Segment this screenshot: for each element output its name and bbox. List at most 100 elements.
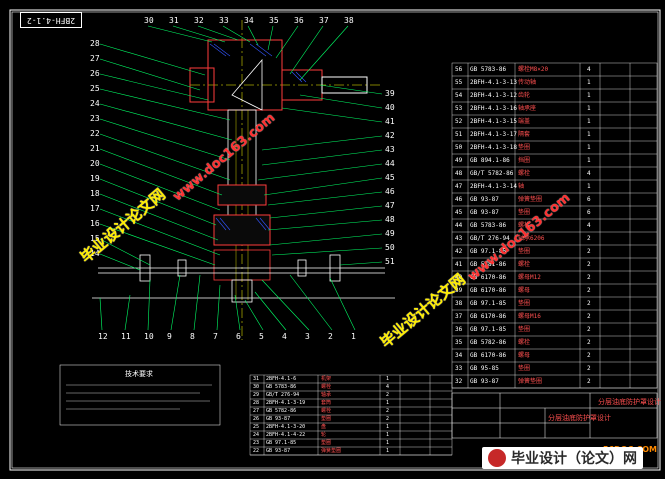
leader-26 xyxy=(99,73,209,101)
bom-bottom-qty: 1 xyxy=(386,448,390,454)
part-label-32: 32 xyxy=(194,16,204,25)
part-label-28: 28 xyxy=(90,39,100,48)
bom-right-qty: 4 xyxy=(587,170,591,177)
part-label-46: 46 xyxy=(385,187,395,196)
bom-right-no: 56 xyxy=(455,66,463,73)
bom-right-qty: 2 xyxy=(587,287,591,294)
brand-badge[interactable]: 毕业设计（论文）网 xyxy=(482,447,643,469)
part-label-18: 18 xyxy=(90,189,100,198)
bom-bottom-name: 垫圈 xyxy=(321,416,332,422)
bom-bottom-qty: 1 xyxy=(386,424,390,430)
bom-right-code: 2BFH-4.1-3-15 xyxy=(470,118,517,125)
bom-bottom-code: 2BFH-4.1-3-19 xyxy=(266,400,306,406)
bom-right-qty: 2 xyxy=(587,274,591,281)
bom-right-no: 35 xyxy=(455,339,463,346)
bom-right-name: 端盖 xyxy=(518,118,531,125)
bom-bottom-no: 31 xyxy=(253,376,260,382)
bom-right-code: GB/T 5782-86 xyxy=(470,170,514,177)
leader-21 xyxy=(99,148,223,196)
bom-right-no: 54 xyxy=(455,92,463,99)
bom-bottom-name: 垫圈 xyxy=(321,440,332,446)
bom-right-code: GB 894.1-86 xyxy=(470,157,510,164)
bom-bottom-qty: 2 xyxy=(386,416,390,422)
bom-bottom-name: 螺栓 xyxy=(321,384,332,390)
bom-right-code: GB 97.1-85 xyxy=(470,326,507,333)
bom-right-no: 37 xyxy=(455,313,463,320)
bom-right-name: 螺栓 xyxy=(518,339,531,346)
bom-right-qty: 6 xyxy=(587,209,591,216)
bom-bottom-code: 2BFH-4.1-4-22 xyxy=(266,432,306,438)
bom-right-no: 38 xyxy=(455,300,463,307)
bom-bottom-name: 盘 xyxy=(321,424,327,430)
leader-8 xyxy=(193,274,201,331)
lower-hub xyxy=(213,249,271,303)
bom-right-qty: 1 xyxy=(587,92,591,99)
bom-bottom-no: 30 xyxy=(253,384,260,390)
part-label-49: 49 xyxy=(385,229,395,238)
bom-right-code: GB 6170-86 xyxy=(470,352,507,359)
leader-3 xyxy=(261,279,310,331)
bom-bottom-no: 22 xyxy=(253,448,260,454)
bom-right-no: 50 xyxy=(455,144,463,151)
drawing-code-tab: 2BFH-4.1-2 xyxy=(20,12,82,28)
leader-23 xyxy=(99,118,231,161)
bom-bottom-no: 27 xyxy=(253,408,260,414)
part-label-11: 11 xyxy=(121,332,131,341)
bom-bottom-qty: 4 xyxy=(386,384,390,390)
bolts xyxy=(139,254,341,282)
bom-right-qty: 2 xyxy=(587,248,591,255)
gearbox-housing xyxy=(189,39,368,111)
bom-right-code: GB 6170-86 xyxy=(470,313,507,320)
leader-34 xyxy=(247,25,259,46)
bom-right-qty: 4 xyxy=(587,66,591,73)
bom-right-name: 螺母 xyxy=(518,287,531,294)
bom-right-code: GB 5783-86 xyxy=(470,66,507,73)
bom-right-no: 47 xyxy=(455,183,463,190)
bom-right-no: 55 xyxy=(455,79,463,86)
leader-49 xyxy=(269,233,383,246)
bom-right-name: 垫圈 xyxy=(518,326,531,333)
drawing-frame xyxy=(11,11,659,469)
leader-33 xyxy=(222,25,251,43)
part-label-36: 36 xyxy=(294,16,304,25)
bom-right-name: 垫圈 xyxy=(518,365,531,372)
bom-right-qty: 6 xyxy=(587,196,591,203)
bom-bottom-code: GB 93-87 xyxy=(266,448,291,454)
bom-right-code: GB 93-87 xyxy=(470,209,499,216)
leader-48 xyxy=(267,219,383,231)
leader-35 xyxy=(267,25,274,51)
bom-right-code: GB 5782-86 xyxy=(470,339,507,346)
bom-bottom-name: 螺栓 xyxy=(321,408,332,414)
bom-right-qty: 2 xyxy=(587,365,591,372)
bom-right-no: 46 xyxy=(455,196,463,203)
part-label-14: 14 xyxy=(90,249,100,258)
part-label-30: 30 xyxy=(144,16,154,25)
bom-table-bottom xyxy=(249,374,453,456)
bom-bottom-code: 2BFH-4.1-3-20 xyxy=(266,424,306,430)
leader-6 xyxy=(234,294,241,331)
part-label-16: 16 xyxy=(90,219,100,228)
bom-right-name: 隔套 xyxy=(518,131,531,138)
bom-right-no: 53 xyxy=(455,105,463,112)
bom-right-qty: 2 xyxy=(587,352,591,359)
leader-42 xyxy=(261,135,383,151)
part-label-41: 41 xyxy=(385,117,395,126)
bom-right-qty: 1 xyxy=(587,105,591,112)
bom-right-no: 42 xyxy=(455,248,463,255)
leader-15 xyxy=(99,238,151,266)
bom-right-qty: 2 xyxy=(587,326,591,333)
bom-right-no: 51 xyxy=(455,131,463,138)
leader-46 xyxy=(267,191,383,206)
leader-37 xyxy=(289,25,324,75)
bom-right-code: 2BFH-4.1-3-18 xyxy=(470,144,517,151)
bom-table-right xyxy=(451,62,658,389)
leader-25 xyxy=(99,88,231,121)
sheet-border xyxy=(9,9,661,471)
leader-39 xyxy=(319,84,383,95)
bom-bottom-no: 24 xyxy=(253,432,260,438)
bom-bottom-no: 28 xyxy=(253,400,260,406)
part-label-38: 38 xyxy=(344,16,354,25)
bom-right-no: 49 xyxy=(455,157,463,164)
